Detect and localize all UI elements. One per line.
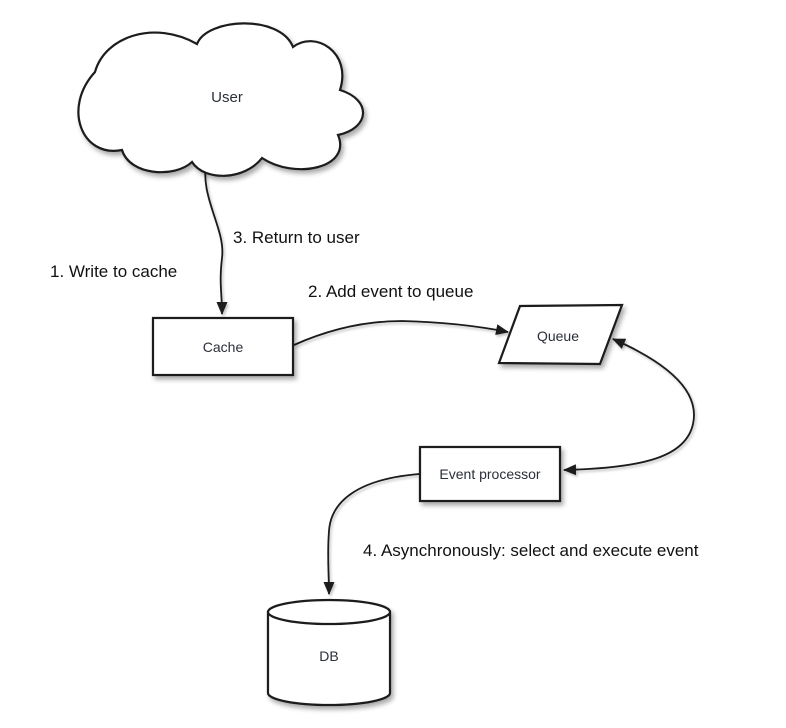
eventprocessor-to-db-arrow [323, 473, 420, 595]
nodes-group [77, 22, 624, 707]
cache-node-label: Cache [203, 339, 244, 355]
cache-node-shape [151, 316, 295, 377]
edge-label-return-to-user: 3. Return to user [233, 228, 360, 247]
user-to-cache-arrow [204, 157, 228, 315]
db-cylinder-shape [266, 598, 392, 707]
cache-to-queue-arrow [293, 320, 509, 346]
queue-eventprocessor-double-arrow [563, 338, 695, 476]
edge-label-add-event-to-queue: 2. Add event to queue [308, 282, 473, 301]
edges-group [204, 157, 695, 595]
queue-node-label: Queue [537, 328, 579, 344]
user-cloud-shape [77, 22, 365, 177]
queue-node-shape [497, 303, 624, 366]
event-processor-node-shape [418, 445, 562, 503]
event-processor-node-label: Event processor [439, 466, 540, 482]
edge-label-async-execute: 4. Asynchronously: select and execute ev… [363, 541, 699, 560]
edge-label-write-to-cache: 1. Write to cache [50, 262, 177, 281]
user-node-label: User [211, 89, 243, 106]
db-node-label: DB [319, 648, 338, 664]
